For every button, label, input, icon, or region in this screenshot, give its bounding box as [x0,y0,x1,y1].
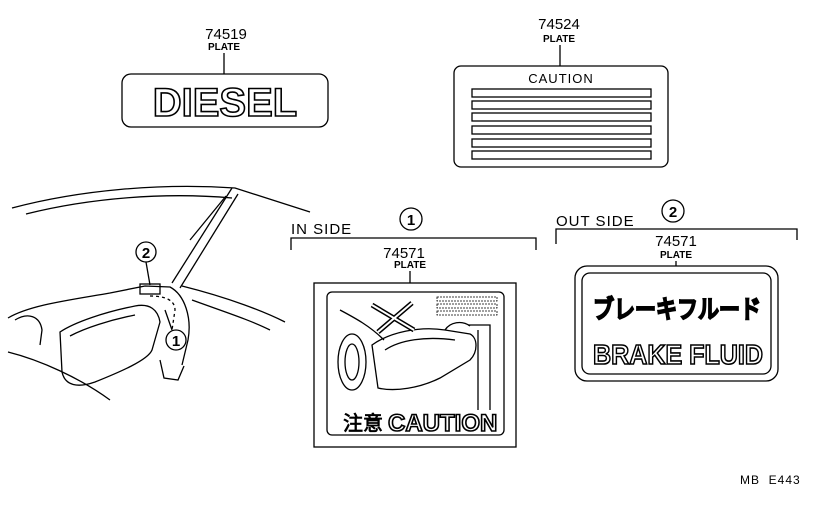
dashboard-lower [7,351,111,401]
outside-plate [574,265,779,382]
caution-part-name: PLATE [543,34,575,45]
pictogram-line [339,309,385,341]
pictogram-cross-mark-inner [371,302,415,333]
caution-plate-group: 74524 PLATE CAUTION [453,16,669,168]
car-callout-1-leader [164,309,173,331]
car-callout-1-circle [165,329,187,351]
inside-part-name: PLATE [394,260,426,271]
diesel-plate-text: DIESEL [153,81,297,125]
a-pillar-inner [179,193,239,289]
caution-text-lines [471,88,652,160]
glove-box-lip [69,314,136,337]
caution-part-number: 74524 [538,16,580,33]
inside-plate-border [326,291,505,436]
diesel-plate-group: 74519 PLATE DIESEL [121,26,329,128]
pictogram-hand [444,321,471,331]
inside-callout-circle [399,207,423,231]
inside-side-label: IN SIDE [291,221,352,238]
inside-plate [313,282,517,448]
inside-plate-caution-text: CAUTION [388,410,497,437]
car-callout-1: 1 [172,333,180,350]
car-callout-2-leader [145,261,151,286]
inside-part-number: 74571 [383,245,425,262]
outside-part-number: 74571 [655,233,697,250]
diagram-reference-code: MB E443 [740,473,801,487]
pictogram-pipe [468,324,491,410]
a-pillar-outer [171,187,233,284]
roof-inner-line [25,195,233,215]
outside-plate-jp-text: ブレーキフルード [593,295,761,324]
car-interior-sketch: 2 1 [7,185,311,401]
reservoir-cap [139,283,161,295]
a-pillar-trim [189,195,227,241]
pictogram-cap-ring [337,333,367,391]
dash-vent [14,315,43,346]
caution-plate [453,65,669,168]
outside-group: OUT SIDE 2 74571 PLATE ブレーキフルード BRAKE FL… [555,199,798,382]
inside-group: IN SIDE 1 74571 PLATE 注意 [290,207,537,448]
pictogram-reservoir-top [384,337,456,351]
glove-box-opening [59,304,161,386]
inside-pictogram [337,296,498,410]
dashboard-top [7,285,190,366]
diesel-part-name: PLATE [208,42,240,53]
outside-plate-brake-fluid-text: BRAKE FLUID [593,339,763,370]
inside-callout-number: 1 [407,212,415,229]
pictogram-reservoir [371,328,477,391]
inside-plate-jp-text: 注意 [343,411,383,435]
roof-line [11,185,311,213]
cowl-line-2 [191,299,271,331]
inside-bracket [290,237,537,250]
car-callout-2: 2 [142,245,150,262]
pictogram-cap-inner [344,343,360,381]
outside-side-label: OUT SIDE [556,213,635,230]
outside-callout-circle [661,199,685,223]
reservoir-outline [149,295,176,331]
diesel-plate [121,73,329,128]
outside-plate-border [581,272,772,375]
outside-part-name: PLATE [660,250,692,261]
pictogram-fine-print [436,296,498,316]
caution-plate-title: CAUTION [528,71,594,86]
door-hinge [159,359,185,381]
outside-bracket [555,228,798,244]
cowl-line [181,285,286,323]
outside-callout-number: 2 [669,204,677,221]
diesel-part-number: 74519 [205,26,247,43]
